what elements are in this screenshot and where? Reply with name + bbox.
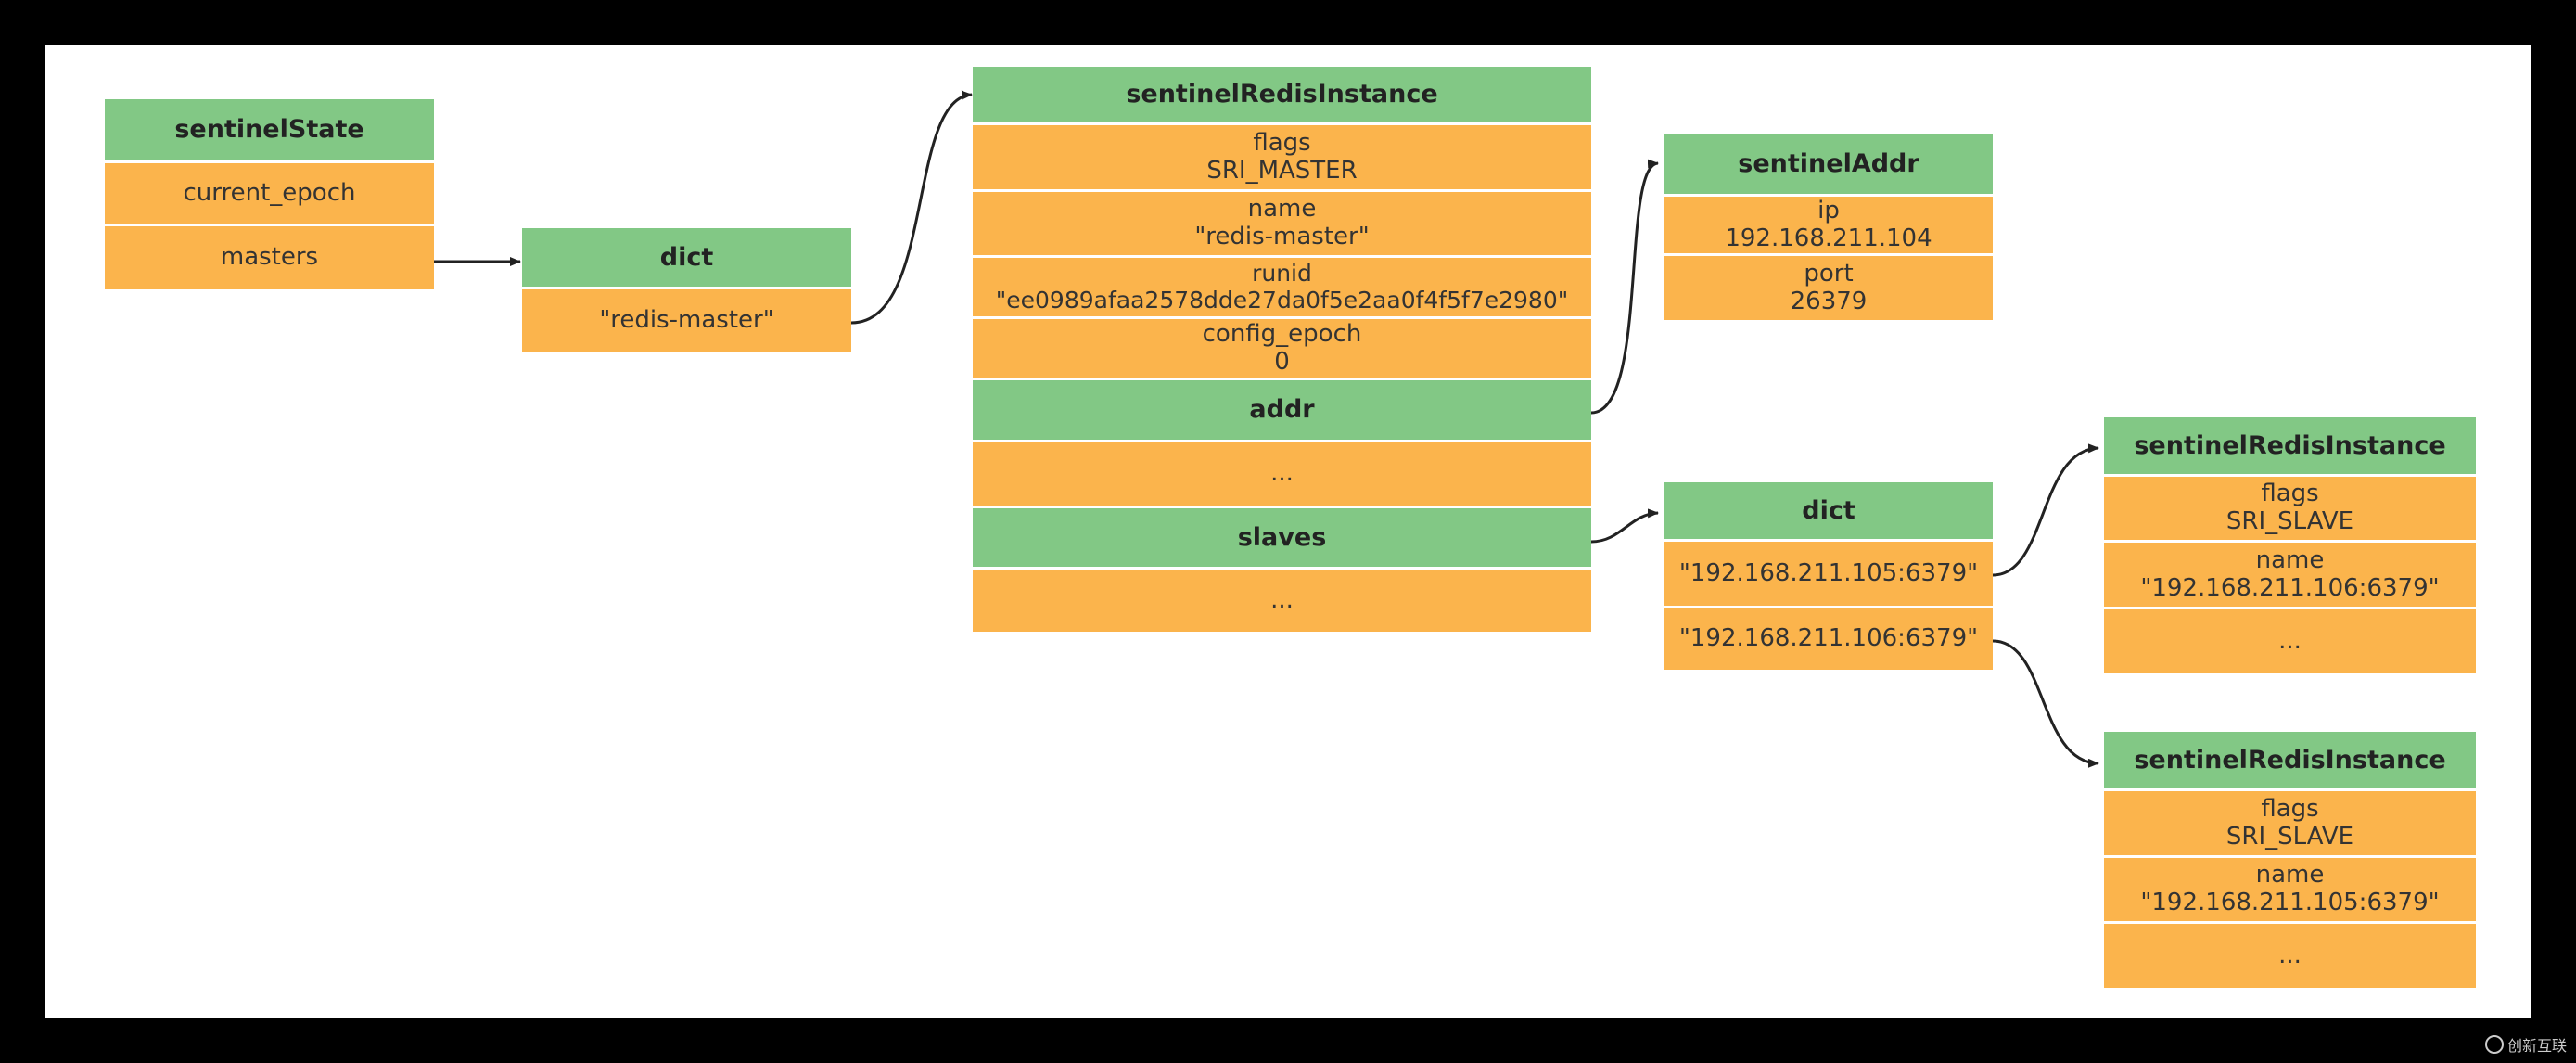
flags-label: flags <box>2261 480 2319 508</box>
slave-instance-105-node: sentinelRedisInstance flags SRI_SLAVE na… <box>2104 732 2476 988</box>
master-instance-node: sentinelRedisInstance flags SRI_MASTER n… <box>973 67 1591 680</box>
arrow-dict-to-master-instance <box>850 90 973 325</box>
dict-key-slave-105: "192.168.211.105:6379" <box>1664 542 1993 606</box>
field-addr: addr <box>973 380 1591 440</box>
field-name: name "192.168.211.105:6379" <box>2104 858 2476 921</box>
connector-layer <box>434 90 2099 768</box>
field-flags: flags SRI_SLAVE <box>2104 791 2476 855</box>
masters-dict-title: dict <box>522 228 851 287</box>
name-value: "redis-master" <box>1194 223 1370 250</box>
sentinel-state-title: sentinelState <box>105 99 434 160</box>
slaves-dict-node: dict "192.168.211.105:6379" "192.168.211… <box>1664 482 1993 670</box>
master-instance-title: sentinelRedisInstance <box>973 67 1591 122</box>
runid-label: runid <box>1252 259 1312 287</box>
arrow-slaves-to-dict <box>1590 508 1659 544</box>
field-ellipsis-2: ... <box>973 570 1591 632</box>
name-value: "192.168.211.106:6379" <box>2140 573 2440 602</box>
arrow-addr-to-sentinel-addr <box>1590 159 1659 415</box>
field-name: name "192.168.211.106:6379" <box>2104 543 2476 607</box>
ip-label: ip <box>1817 197 1840 224</box>
name-value: "192.168.211.105:6379" <box>2140 889 2440 916</box>
field-port: port 26379 <box>1664 256 1993 320</box>
field-ellipsis-1: ... <box>973 442 1591 506</box>
slave-instance-105-title: sentinelRedisInstance <box>2104 732 2476 788</box>
config-epoch-label: config_epoch <box>1202 319 1362 348</box>
diagram-canvas: sentinelState current_epoch masters dict… <box>45 45 2531 1018</box>
field-current-epoch: current_epoch <box>105 163 434 224</box>
field-flags: flags SRI_SLAVE <box>2104 477 2476 540</box>
field-ip: ip 192.168.211.104 <box>1664 197 1993 253</box>
watermark-text: 创新互联 <box>2506 1037 2567 1055</box>
runid-value: "ee0989afaa2578dde27da0f5e2aa0f4f5f7e298… <box>995 286 1569 314</box>
sentinel-state-node: sentinelState current_epoch masters <box>105 99 434 290</box>
sentinel-addr-node: sentinelAddr ip 192.168.211.104 port 263… <box>1664 134 1993 320</box>
field-name: name "redis-master" <box>973 192 1591 255</box>
dict-key-redis-master: "redis-master" <box>522 289 851 352</box>
flags-label: flags <box>2261 794 2319 823</box>
name-label: name <box>2255 861 2325 890</box>
masters-dict-node: dict "redis-master" <box>522 228 851 352</box>
field-config-epoch: config_epoch 0 <box>973 319 1591 378</box>
slaves-dict-title: dict <box>1664 482 1993 539</box>
config-epoch-value: 0 <box>1274 347 1290 376</box>
name-label: name <box>1247 195 1317 224</box>
field-ellipsis: ... <box>2104 924 2476 988</box>
flags-value: SRI_SLAVE <box>2225 507 2354 535</box>
slave-instance-106-node: sentinelRedisInstance flags SRI_SLAVE na… <box>2104 417 2476 673</box>
flags-value: SRI_MASTER <box>1206 156 1358 185</box>
name-label: name <box>2255 545 2325 574</box>
field-ellipsis: ... <box>2104 609 2476 673</box>
port-value: 26379 <box>1790 287 1868 315</box>
port-label: port <box>1804 259 1854 288</box>
sentinel-addr-title: sentinelAddr <box>1664 134 1993 194</box>
field-runid: runid "ee0989afaa2578dde27da0f5e2aa0f4f5… <box>973 258 1591 316</box>
field-flags: flags SRI_MASTER <box>973 125 1591 189</box>
watermark-logo-icon <box>2484 1035 2504 1054</box>
arrow-slave-105-to-instance <box>1992 443 2099 577</box>
slave-instance-106-title: sentinelRedisInstance <box>2104 417 2476 474</box>
ip-value: 192.168.211.104 <box>1725 224 1932 252</box>
flags-label: flags <box>1253 128 1311 157</box>
flags-value: SRI_SLAVE <box>2225 822 2354 851</box>
field-slaves: slaves <box>973 508 1591 567</box>
dict-key-slave-106: "192.168.211.106:6379" <box>1664 608 1993 670</box>
watermark: 创新互联 <box>2484 1033 2567 1056</box>
field-masters: masters <box>105 226 434 289</box>
arrow-slave-106-to-instance <box>1992 639 2099 768</box>
